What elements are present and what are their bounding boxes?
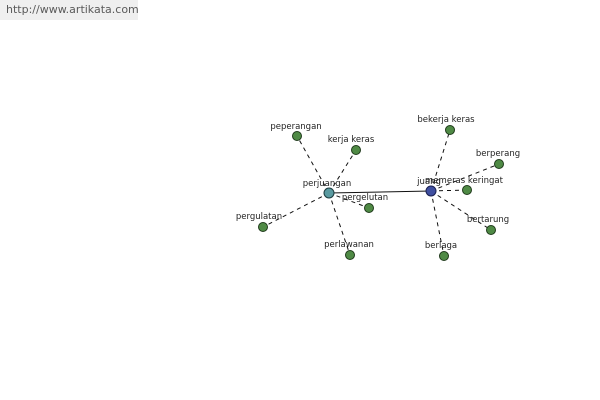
edge-juang-memeras (430, 189, 468, 192)
node-perjuangan[interactable] (323, 187, 335, 199)
node-label-peperangan: peperangan (270, 122, 321, 132)
node-label-pergulatan: pergulatan (236, 212, 282, 222)
node-pergulatan[interactable] (258, 222, 268, 232)
node-pergelutan[interactable] (364, 203, 374, 213)
node-label-memeras: memeras keringat (425, 176, 504, 186)
labels-layer: perjuangan juang peperangan kerja keras perg… (236, 115, 520, 251)
edge-juang-berlaga (430, 190, 445, 257)
edge-perjuangan-kerja-keras (328, 149, 357, 194)
node-label-bertarung: bertarung (467, 215, 509, 225)
nodes-layer (258, 125, 504, 261)
node-label-bekerja-keras: bekerja keras (417, 115, 475, 125)
node-label-kerja-keras: kerja keras (328, 135, 375, 145)
node-berlaga[interactable] (439, 251, 449, 261)
node-label-perjuangan: perjuangan (303, 179, 351, 189)
edge-perjuangan-perlawanan (328, 192, 351, 256)
source-url-link[interactable]: http://www.artikata.com (0, 0, 139, 20)
node-bertarung[interactable] (486, 225, 496, 235)
node-perlawanan[interactable] (345, 250, 355, 260)
node-berperang[interactable] (494, 159, 504, 169)
edge-perjuangan-juang (328, 190, 432, 194)
node-label-pergelutan: pergelutan (342, 193, 388, 203)
node-label-juang: juang (416, 177, 441, 187)
edge-perjuangan-pergelutan (328, 192, 370, 209)
node-peperangan[interactable] (292, 131, 302, 141)
node-label-berlaga: berlaga (425, 241, 457, 251)
edge-juang-bekerja-keras (430, 129, 451, 192)
node-kerja-keras[interactable] (351, 145, 361, 155)
edge-perjuangan-peperangan (296, 135, 330, 194)
node-label-berperang: berperang (476, 149, 520, 159)
edges-layer (262, 129, 500, 257)
edge-juang-bertarung (430, 190, 492, 231)
node-juang[interactable] (425, 185, 437, 197)
node-bekerja-keras[interactable] (445, 125, 455, 135)
node-label-perlawanan: perlawanan (324, 240, 374, 250)
node-memeras[interactable] (462, 185, 472, 195)
